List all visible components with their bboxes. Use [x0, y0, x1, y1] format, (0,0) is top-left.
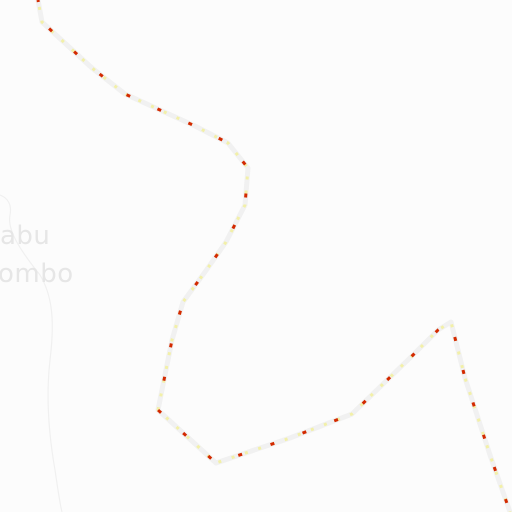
route-casing — [35, 0, 512, 512]
place-label: abu — [0, 221, 51, 251]
route-dash-red — [36, 0, 512, 512]
route-dash-yellow — [36, 0, 512, 512]
boundary-line — [0, 194, 63, 512]
place-label: ombo — [0, 259, 74, 289]
